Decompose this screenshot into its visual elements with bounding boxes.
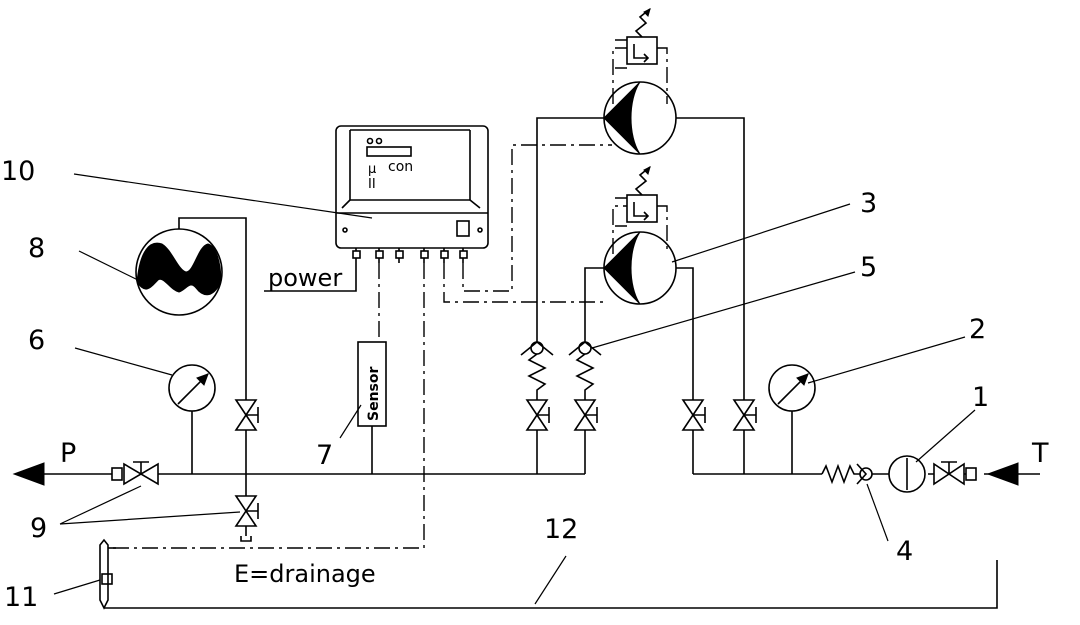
check-valve-left bbox=[520, 340, 554, 474]
label-drainage: E=drainage bbox=[234, 560, 376, 588]
label-10: 10 bbox=[1, 156, 35, 187]
leader-lines bbox=[53, 173, 976, 605]
valves-right bbox=[681, 399, 757, 431]
label-8: 8 bbox=[28, 233, 45, 264]
controller-10: μ con II bbox=[335, 125, 489, 263]
drain-dashed-line bbox=[112, 263, 425, 549]
sensor-7 bbox=[357, 263, 387, 474]
label-sensor: Sensor bbox=[366, 367, 382, 421]
label-12: 12 bbox=[544, 514, 578, 545]
controller-ii-text: II bbox=[368, 177, 376, 192]
label-9: 9 bbox=[30, 513, 47, 544]
controller-terminals bbox=[352, 248, 468, 263]
power-line bbox=[264, 263, 357, 292]
label-p: P bbox=[60, 438, 76, 469]
pump-upper bbox=[536, 8, 745, 474]
valve-accumulator bbox=[234, 399, 259, 431]
inlet-t bbox=[821, 455, 1040, 493]
accumulator-8 bbox=[135, 217, 247, 474]
label-6: 6 bbox=[28, 325, 45, 356]
controller-con-text: con bbox=[388, 159, 413, 175]
label-7: 7 bbox=[316, 440, 333, 471]
pressure-gauge-2 bbox=[768, 364, 816, 474]
label-5: 5 bbox=[860, 252, 877, 283]
label-4: 4 bbox=[896, 536, 913, 567]
drain-valve-9 bbox=[234, 474, 259, 542]
label-3: 3 bbox=[860, 188, 877, 219]
outlet-p bbox=[12, 461, 159, 486]
labels: 10 8 6 7 9 11 12 3 5 2 1 4 P T power E=d… bbox=[1, 156, 1049, 613]
pressure-gauge-6 bbox=[168, 364, 216, 474]
check-valve-5 bbox=[568, 340, 602, 474]
pump-3 bbox=[584, 166, 694, 474]
pump-control-lines bbox=[443, 144, 612, 303]
label-t: T bbox=[1031, 438, 1049, 469]
controller-mu-text: μ bbox=[368, 162, 376, 177]
label-1: 1 bbox=[972, 382, 989, 413]
label-11: 11 bbox=[4, 582, 38, 613]
label-power: power bbox=[268, 264, 342, 292]
label-2: 2 bbox=[969, 314, 986, 345]
drain-unit-11 bbox=[99, 538, 116, 610]
